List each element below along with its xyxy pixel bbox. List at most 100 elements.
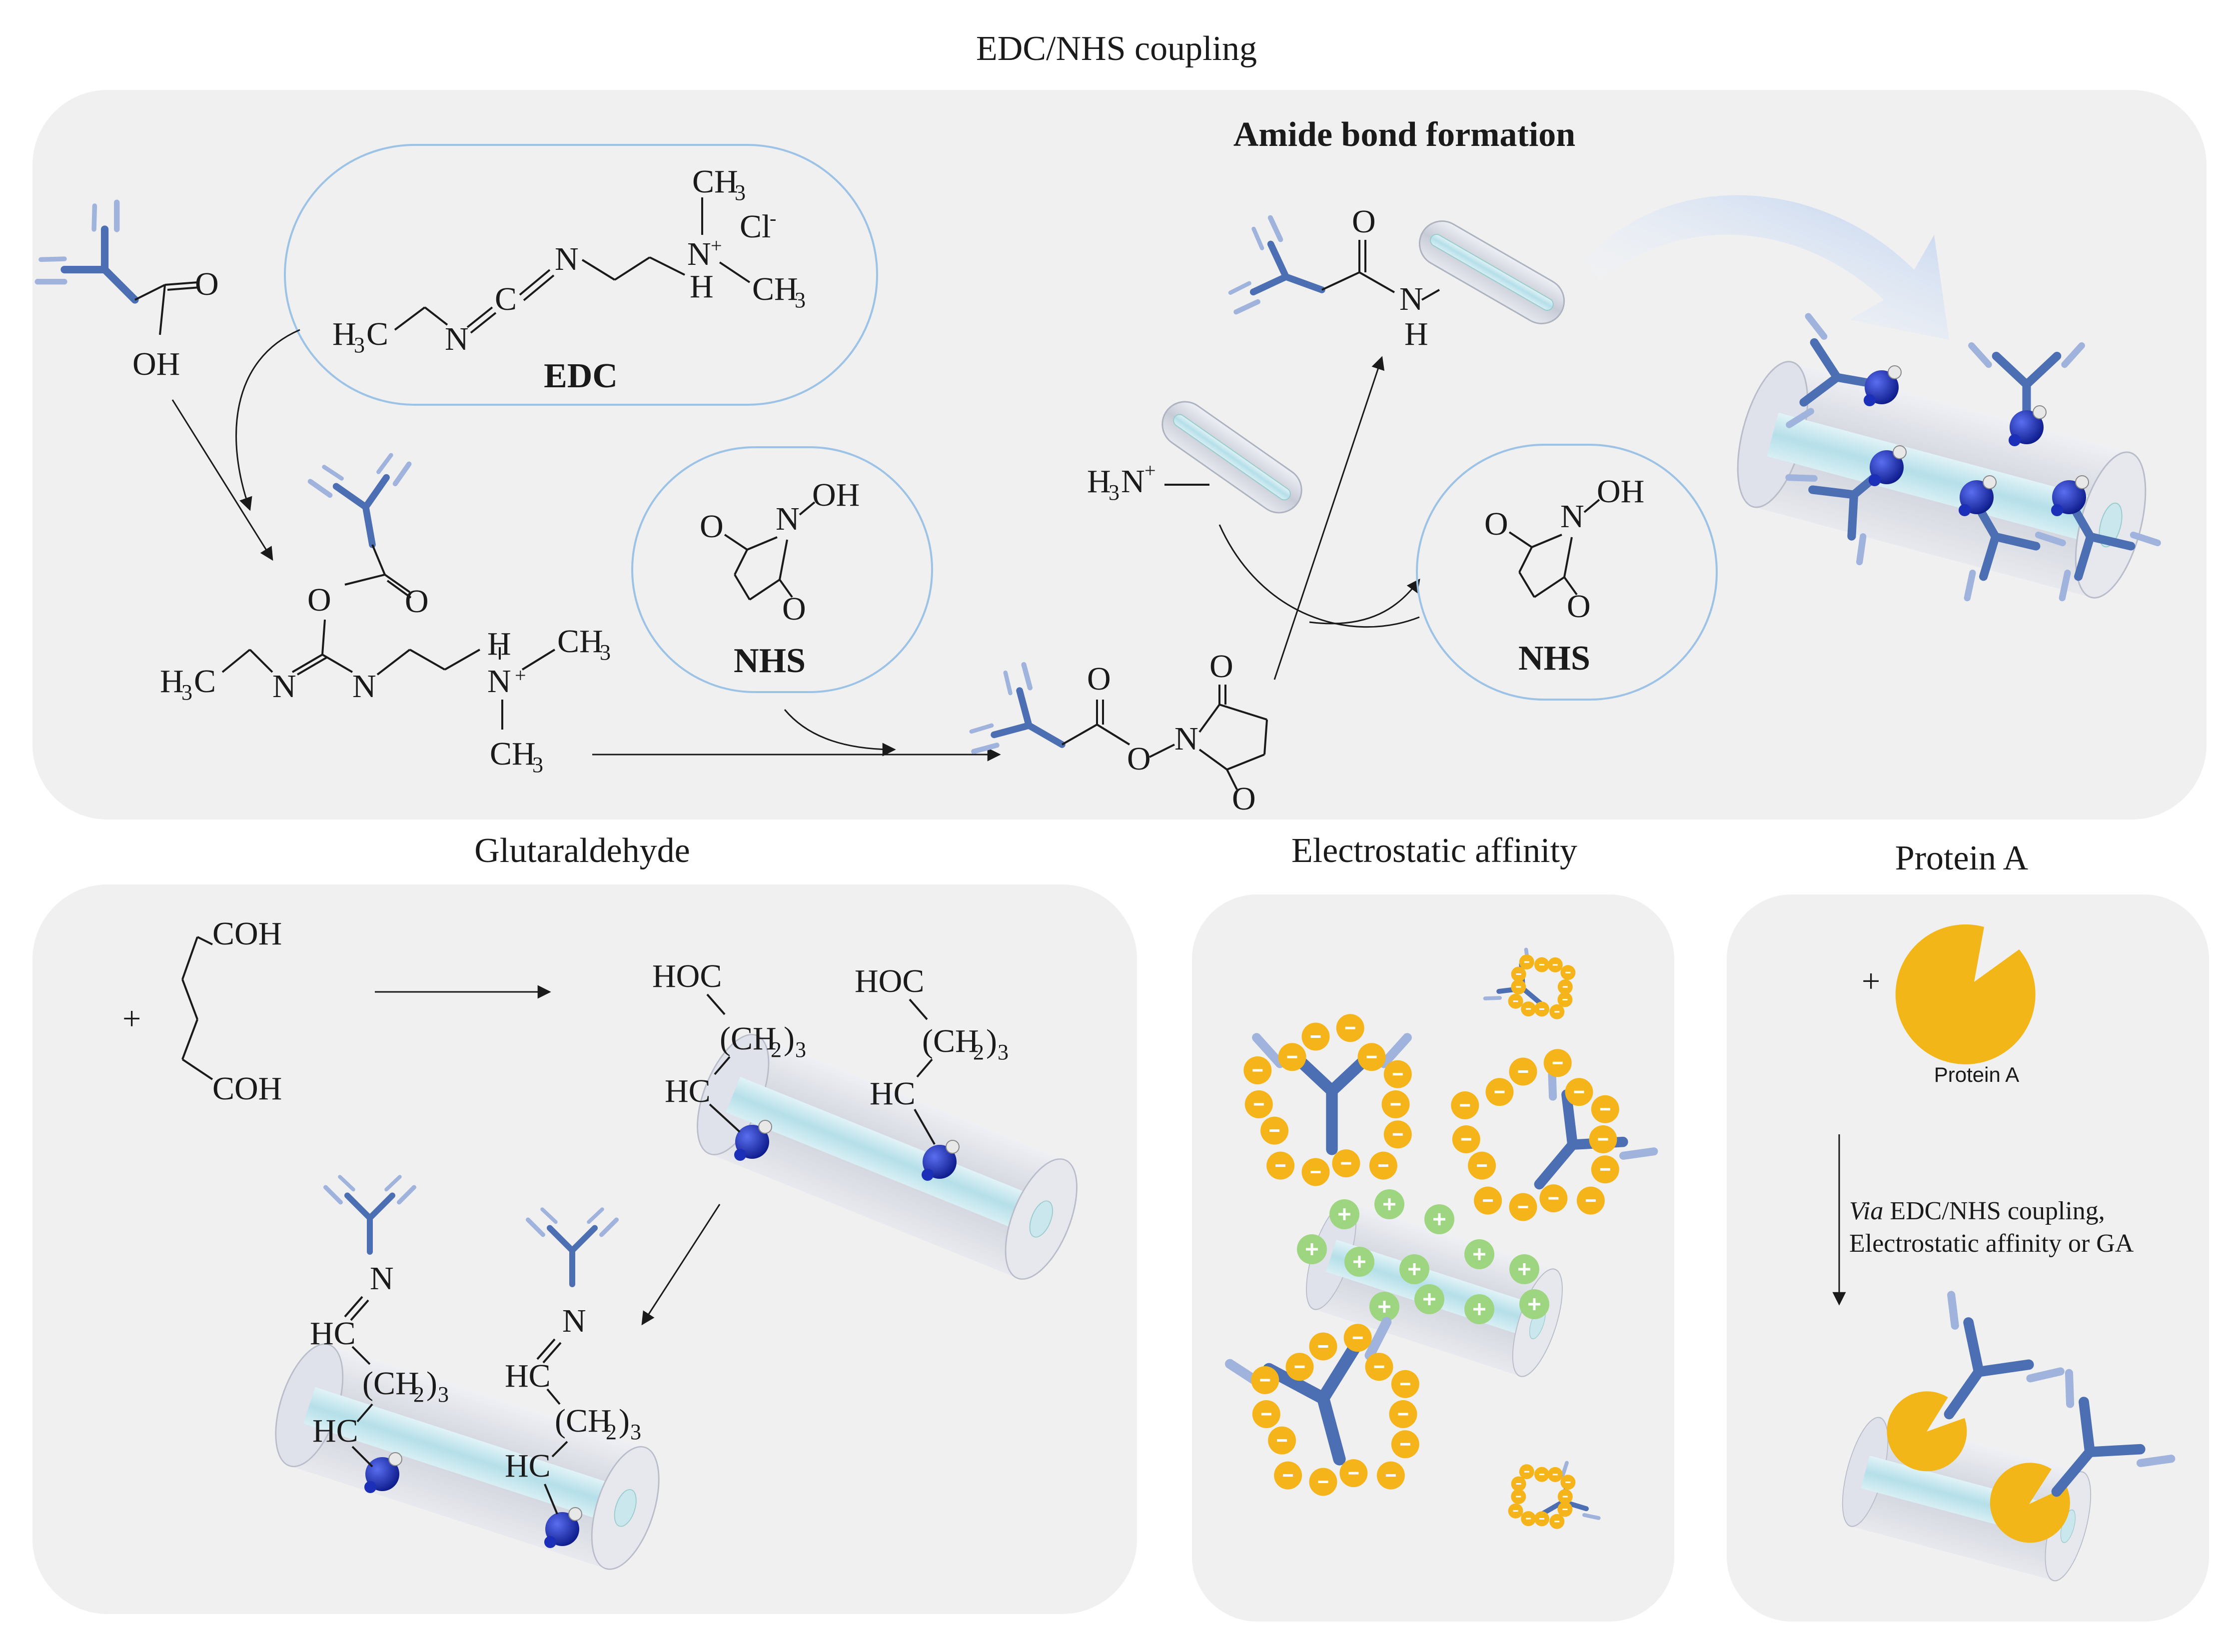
amide-h: H [1404, 316, 1428, 352]
ester-o-top: O [1209, 648, 1233, 685]
positive-charge-icon [1374, 1189, 1404, 1219]
negative-charge-icon [1274, 1462, 1302, 1490]
negative-charge-icon [1286, 1353, 1314, 1381]
o-acylisourea: O O N N H 3 C H N + CH 3 CH 3 [160, 452, 611, 777]
ga-coh-top: COH [212, 915, 282, 952]
ga-imine-n-1: N [370, 1260, 394, 1297]
positive-charge-icon [1399, 1254, 1429, 1284]
edc-curved-arrow [235, 329, 300, 511]
negative-charge-icon [1252, 1400, 1280, 1428]
negative-charge-icon [1520, 1510, 1537, 1527]
negative-charge-icon [1382, 1090, 1410, 1118]
negative-charge-icon [1589, 1125, 1617, 1153]
positive-charge-icon [1414, 1284, 1444, 1314]
ester-o: O [1127, 741, 1151, 777]
negative-charge-icon [1557, 978, 1574, 995]
negative-charge-icon [1384, 1120, 1412, 1148]
negative-charge-icon [1518, 1463, 1535, 1480]
negative-charge-icon [1243, 1056, 1271, 1084]
ga-ch2-4-sub3: 3 [630, 1420, 641, 1444]
negative-charge-icon [1391, 1430, 1419, 1458]
negative-charge-icon [1309, 1333, 1337, 1361]
positive-charge-icon [1519, 1289, 1549, 1319]
protein-a-title: Protein A [1895, 839, 2029, 877]
glutaraldehyde-title: Glutaraldehyde [474, 831, 690, 870]
amide-n: N [1399, 281, 1423, 317]
via-line-2: Electrostatic affinity or GA [1849, 1229, 2134, 1258]
amine-tube-reagent: H 3 N + [1087, 392, 1311, 523]
edc-structure: H 3 C N C N N + H CH 3 CH 3 Cl - EDC [332, 163, 806, 395]
int-ch3-right: CH [557, 623, 603, 660]
edc-cl: Cl [740, 208, 771, 245]
carbonyl-o: O [195, 266, 219, 302]
protein-a-icon [1887, 1391, 1967, 1472]
positive-charge-icon [1464, 1294, 1494, 1324]
h3n-charge: + [1144, 459, 1156, 482]
h3n-sub: 3 [1109, 480, 1119, 505]
h3n-n: N [1121, 463, 1145, 500]
negative-charge-icon [1268, 1427, 1296, 1455]
negative-charge-icon [1559, 1474, 1576, 1491]
ga-ch2-1-close: ) [784, 1020, 795, 1057]
nhs2-n: N [1560, 498, 1584, 535]
edc-nhs-title: EDC/NHS coupling [976, 29, 1257, 68]
protein-a-icon [1990, 1463, 2070, 1543]
negative-charge-icon [1544, 1049, 1572, 1077]
to-amide-arrow [1273, 356, 1385, 680]
negative-charge-icon [1509, 1058, 1537, 1086]
negative-charge-icon [1533, 1000, 1550, 1017]
via-italic: Via [1849, 1197, 1883, 1225]
int-n1: N [272, 668, 296, 705]
ga-hoc-1: HOC [652, 958, 722, 994]
amide-o: O [1352, 203, 1376, 240]
nhs-oh: OH [812, 477, 860, 513]
edc-ch3-right: CH [752, 271, 798, 307]
edc-h3c-sub: 3 [354, 333, 365, 357]
h3n-h: H [1087, 463, 1111, 500]
hydroxyl-oh: OH [132, 346, 180, 382]
int-ch3-bottom: CH [490, 736, 536, 772]
positive-charge-icon [1424, 1204, 1454, 1234]
negative-charge-icon [1486, 1078, 1514, 1106]
edc-n1: N [445, 321, 469, 357]
protein-a-icon [1895, 924, 2036, 1064]
edc-h3c-c: C [366, 316, 388, 352]
negative-charge-icon [1547, 956, 1564, 973]
via-rest: EDC/NHS coupling, [1883, 1197, 2105, 1225]
antibody-acid: O OH [28, 193, 219, 382]
negative-charge-icon [1278, 1043, 1306, 1071]
amide-product: O N H [1225, 203, 1573, 352]
negative-charge-icon [1309, 1468, 1337, 1496]
to-nhs-release-arrow [1309, 578, 1420, 625]
ga-ch2-4-close: ) [619, 1403, 630, 1439]
ga-ch2-3: (CH [362, 1365, 419, 1402]
negative-charge-icon [1539, 1184, 1567, 1212]
nhs2-o1: O [1484, 506, 1508, 542]
nhs-bubble [631, 446, 933, 693]
negative-charge-icon [1507, 993, 1524, 1010]
edc-ch3-top-sub: 3 [735, 180, 746, 205]
nhs-n: N [776, 501, 800, 537]
nhs-label: NHS [734, 642, 806, 680]
negative-charge-icon [1548, 1003, 1565, 1020]
nhs-o2: O [782, 591, 806, 627]
negative-charge-icon [1260, 1117, 1288, 1145]
edc-bubble [284, 144, 878, 406]
int-n3: N [487, 663, 511, 700]
negative-charge-icon [1391, 1370, 1419, 1398]
ga-plus: + [122, 1000, 141, 1037]
amine-curved-line [1218, 524, 1420, 628]
negative-charge-icon [1302, 1023, 1330, 1051]
negative-charge-icon [1468, 1152, 1496, 1180]
negative-charge-icon [1509, 1193, 1537, 1221]
ga-ch2-2-sub2: 2 [973, 1040, 984, 1064]
negative-charge-icon [1452, 1125, 1480, 1153]
negative-charge-icon [1557, 1488, 1574, 1505]
int-carbonyl-o: O [405, 583, 429, 620]
protein-a-plus: + [1862, 963, 1880, 999]
int-h3c: H [160, 663, 184, 700]
ga-ch2-1: (CH [720, 1020, 777, 1057]
edc-ch3-top: CH [692, 163, 738, 200]
ga-ch2-2-close: ) [986, 1023, 997, 1059]
